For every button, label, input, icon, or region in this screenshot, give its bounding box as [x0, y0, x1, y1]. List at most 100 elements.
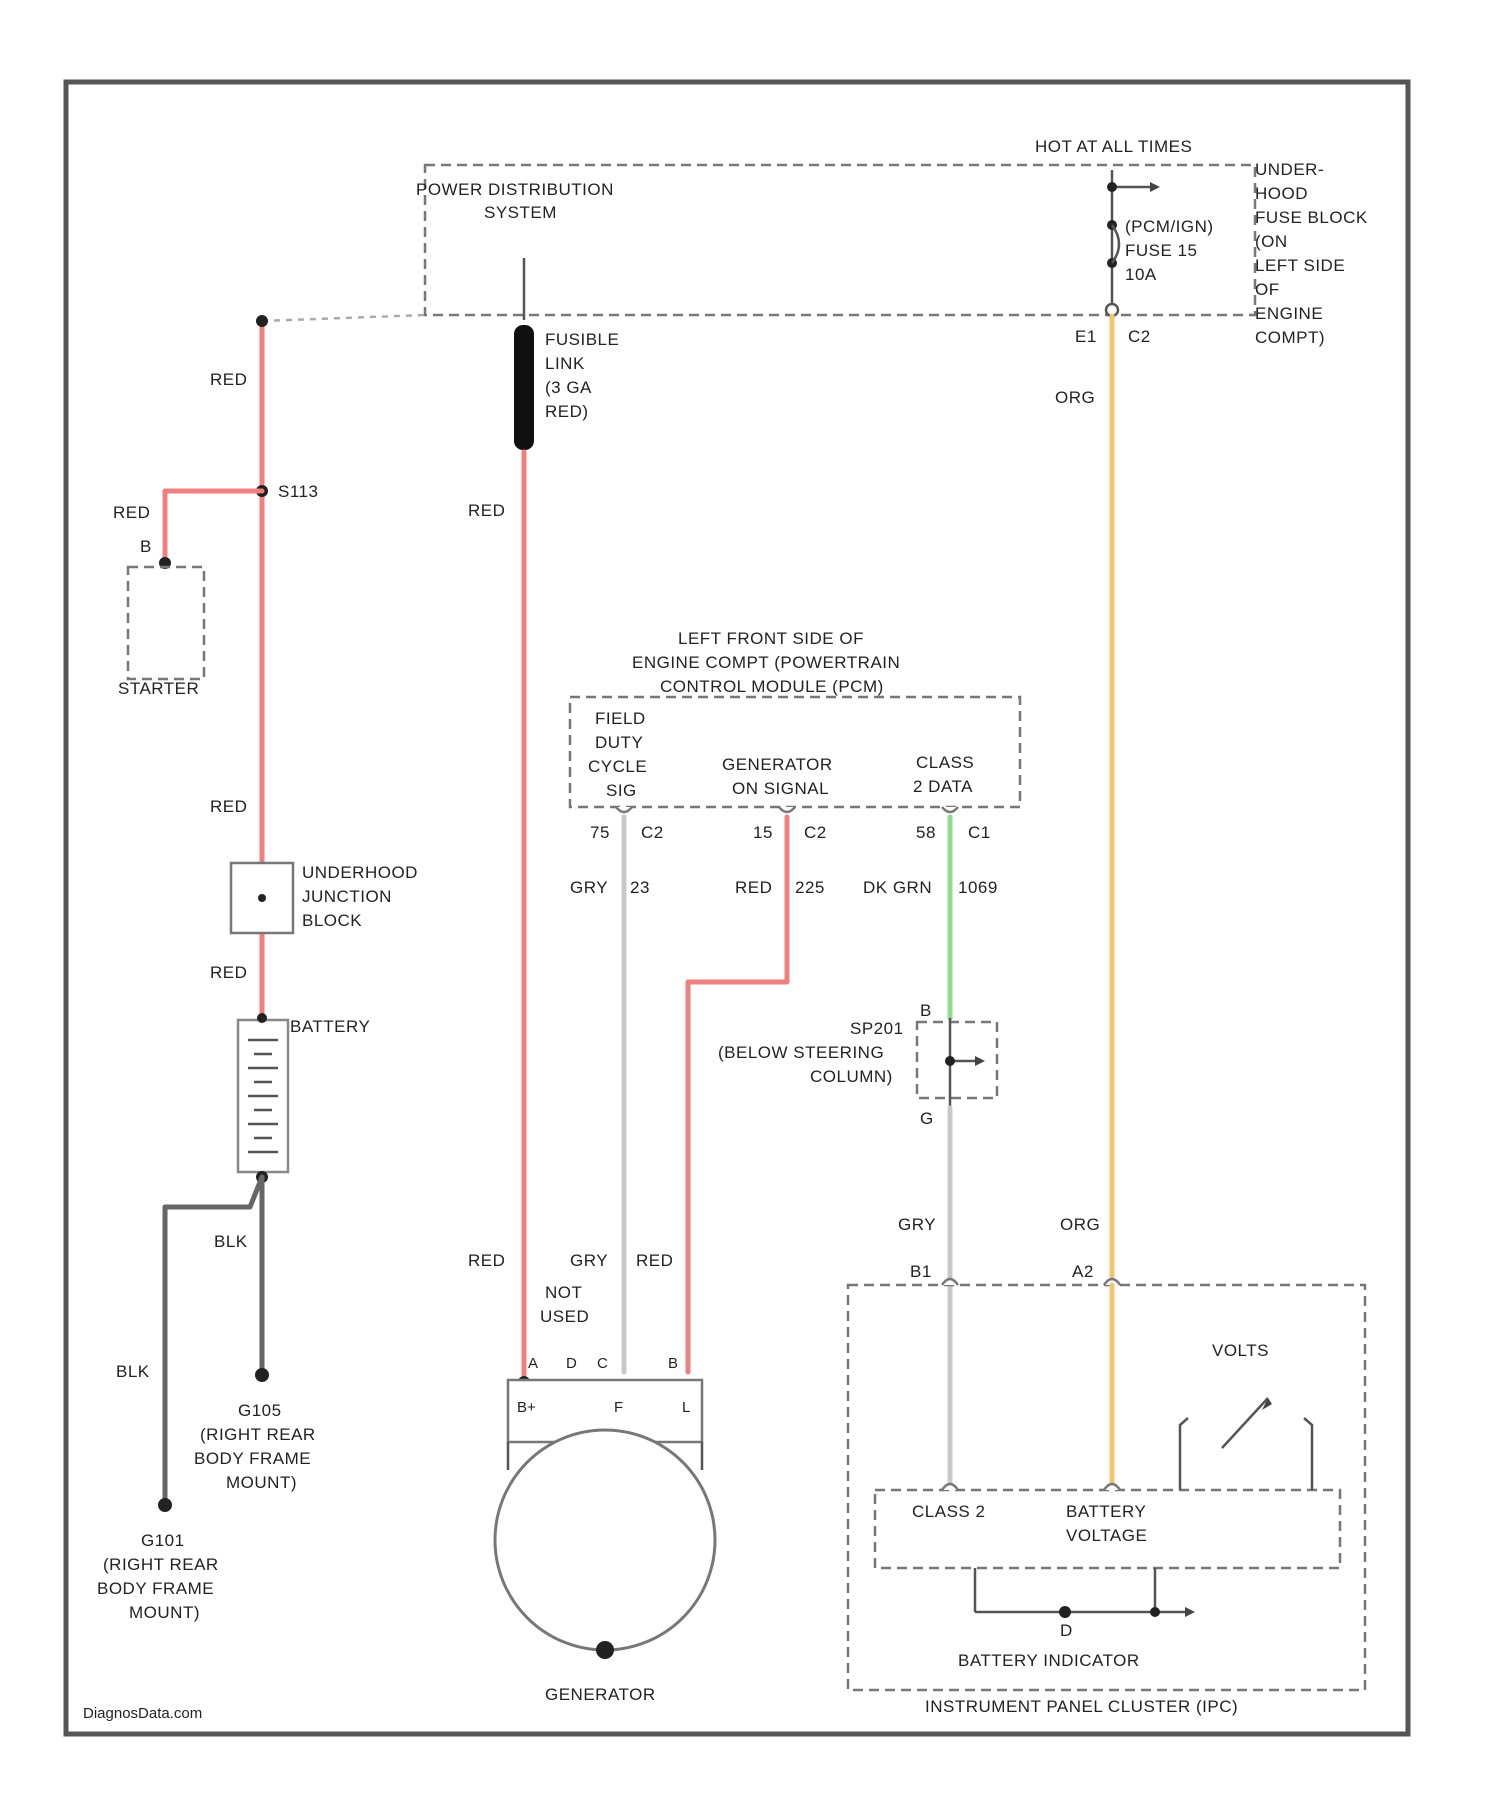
hot-at-all-times-label: HOT AT ALL TIMES	[1035, 137, 1192, 156]
ipc-class2-label: CLASS 2	[912, 1502, 985, 1521]
splice-pack-pin-top: B	[920, 1001, 932, 1020]
generator-pin-letters: A D C B	[528, 1355, 678, 1372]
terminal-dot	[258, 894, 266, 902]
fuse-block-label-line: (ON	[1255, 232, 1288, 251]
splice-pack-label: (BELOW STEERING	[718, 1043, 884, 1062]
ipc-label: INSTRUMENT PANEL CLUSTER (IPC)	[925, 1697, 1238, 1716]
generator-pin-f: F	[614, 1399, 623, 1416]
ground-g105-label: MOUNT)	[226, 1473, 297, 1492]
pcm-generator-on-label: GENERATOR	[722, 755, 833, 774]
pcm-field-duty-label: FIELD	[595, 709, 646, 728]
fuse-block-label-line: OF	[1255, 280, 1280, 299]
wire-color-org: ORG	[1055, 388, 1095, 407]
pcm-conn-gen: C2	[804, 823, 827, 842]
generator-ground-dot	[596, 1641, 614, 1659]
generator-pin-d: D	[566, 1355, 577, 1372]
fusible-link-label: LINK	[545, 354, 585, 373]
fusible-link-symbol	[514, 325, 534, 450]
ipc-pin-d: D	[1060, 1621, 1073, 1640]
ground-g101-label: MOUNT)	[129, 1603, 200, 1622]
connector-c2-label: C2	[1128, 327, 1151, 346]
terminal-dot	[257, 1013, 267, 1023]
wire-color-red: RED	[113, 503, 150, 522]
battery-indicator-circuit	[975, 1568, 1195, 1618]
ipc-battery-voltage-label: VOLTAGE	[1066, 1526, 1147, 1545]
ground-g105-label: (RIGHT REAR	[200, 1425, 316, 1444]
wire-color-red: RED	[468, 1251, 505, 1270]
pcm-conn-field: C2	[641, 823, 664, 842]
power-distribution-title-1: POWER DISTRIBUTION	[416, 180, 614, 199]
battery-indicator-label: BATTERY INDICATOR	[958, 1651, 1140, 1670]
generator-pin-b-plus: B+	[517, 1399, 536, 1416]
ipc-inner-pin	[1104, 1484, 1120, 1490]
generator-pin-a: A	[528, 1355, 538, 1372]
circuit-number: 23	[630, 878, 650, 897]
junction-block-label: BLOCK	[302, 911, 362, 930]
power-distribution-title-2: SYSTEM	[484, 203, 557, 222]
pcm-field-duty-label: DUTY	[595, 733, 643, 752]
underhood-fuse-block-label: UNDER- HOOD FUSE BLOCK (ON LEFT SIDE OF …	[1255, 160, 1368, 347]
starter-pin: B	[140, 537, 152, 556]
voltmeter-gauge-symbol	[1180, 1398, 1312, 1490]
circuit-number: 1069	[958, 878, 998, 897]
ground-g105-label: BODY FRAME	[194, 1449, 311, 1468]
ipc-pin-a2: A2	[1072, 1262, 1094, 1281]
circuit-number: 225	[795, 878, 825, 897]
ipc-volts-label: VOLTS	[1212, 1341, 1269, 1360]
fuse-name: (PCM/IGN)	[1125, 217, 1214, 236]
fuse-block-label-line: HOOD	[1255, 184, 1308, 203]
ground-g101-label: G101	[141, 1531, 185, 1550]
connector-e1-label: E1	[1075, 327, 1097, 346]
starter-red-wire	[165, 491, 262, 563]
ground-g101-label: (RIGHT REAR	[103, 1555, 219, 1574]
wire-color-org: ORG	[1060, 1215, 1100, 1234]
pcm-class2-label: 2 DATA	[913, 777, 973, 796]
ipc-pin-b1: B1	[910, 1262, 932, 1281]
splice-pack-pin-bottom: G	[920, 1109, 934, 1128]
splice-s113-label: S113	[278, 482, 318, 501]
pcm-generator-on-label: ON SIGNAL	[732, 779, 829, 798]
wire-color-red: RED	[468, 501, 505, 520]
fuse-rating: 10A	[1125, 265, 1157, 284]
not-used-label: NOT	[545, 1283, 582, 1302]
ground-g101-dot	[158, 1498, 172, 1512]
power-distribution-link	[262, 315, 425, 321]
fuse-block-label-line: FUSE BLOCK	[1255, 208, 1368, 227]
pcm-class2-label: CLASS	[916, 753, 974, 772]
wire-color-gry: GRY	[570, 1251, 608, 1270]
wire-color-red: RED	[210, 797, 247, 816]
fuse-block-label-line: LEFT SIDE	[1255, 256, 1345, 275]
pcm-conn-class2: C1	[968, 823, 991, 842]
watermark: DiagnosData.com	[83, 1705, 202, 1722]
splice-pack-label: SP201	[850, 1019, 904, 1038]
fusible-link-label: FUSIBLE	[545, 330, 619, 349]
pcm-pin-class2: 58	[916, 823, 936, 842]
junction-block-label: JUNCTION	[302, 887, 392, 906]
splice-pack-dot	[945, 1056, 955, 1066]
battery-label: BATTERY	[290, 1017, 370, 1036]
fusible-link-label: (3 GA	[545, 378, 592, 397]
wire-color-red: RED	[210, 370, 247, 389]
wire-color-red: RED	[735, 878, 772, 897]
wire-color-gry: GRY	[570, 878, 608, 897]
fuse-block-label-line: COMPT)	[1255, 328, 1325, 347]
pcm-location-label: LEFT FRONT SIDE OF	[678, 629, 864, 648]
pcm-pin-gen: 15	[753, 823, 773, 842]
generator-pin-c: C	[597, 1355, 608, 1372]
splice-pack-label: COLUMN)	[810, 1067, 893, 1086]
junction-block-label: UNDERHOOD	[302, 863, 418, 882]
wire-color-blk: BLK	[116, 1362, 150, 1381]
not-used-label: USED	[540, 1307, 589, 1326]
fuse-block-label-line: UNDER-	[1255, 160, 1324, 179]
terminal-dot	[256, 315, 268, 327]
starter-label: STARTER	[118, 679, 199, 698]
fusible-link-label: RED)	[545, 402, 589, 421]
generator-pin-l: L	[682, 1399, 690, 1416]
fuse-number: FUSE 15	[1125, 241, 1197, 260]
ground-g105-label: G105	[238, 1401, 282, 1420]
wire-color-dk-grn: DK GRN	[863, 878, 932, 897]
ground-g101-label: BODY FRAME	[97, 1579, 214, 1598]
generator-pin-b: B	[668, 1355, 678, 1372]
pcm-location-label: CONTROL MODULE (PCM)	[660, 677, 884, 696]
